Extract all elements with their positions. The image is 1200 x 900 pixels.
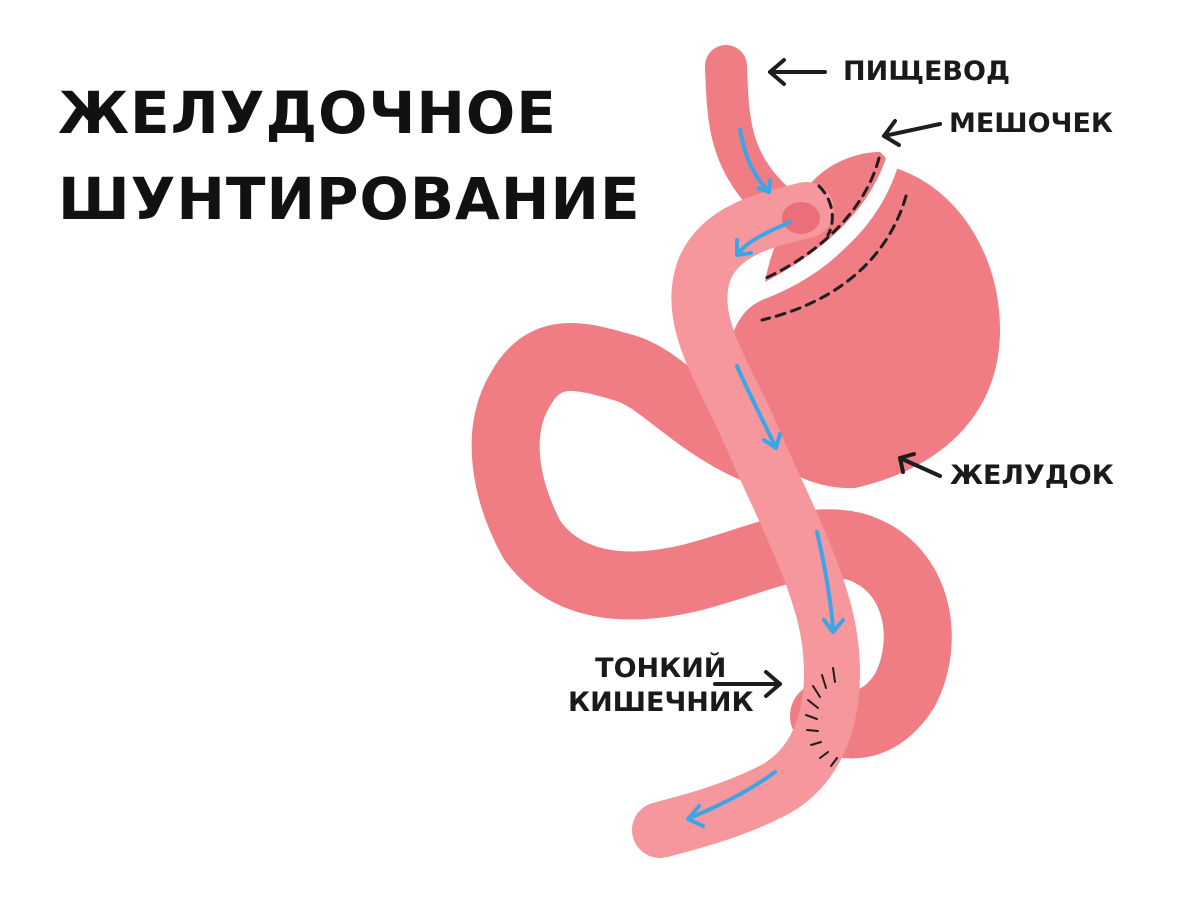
pouch-label-text: МЕШОЧЕК [949,108,1113,139]
flow-arrow-icon [738,128,772,194]
arrow-left-icon [882,119,942,147]
title-line-2: ШУНТИРОВАНИЕ [58,165,641,233]
arrow-right-icon [713,670,782,698]
diagram-title: ЖЕЛУДОЧНОЕ ШУНТИРОВАНИЕ [58,70,641,242]
esophagus [705,45,803,231]
roux-limb [632,182,860,858]
arrow-left-icon [768,58,827,86]
stomach-body [727,168,1000,489]
label-esophagus: ПИЩЕВОД [843,55,1010,89]
stomach-label-text: ЖЕЛУДОК [950,460,1114,491]
staple-gap [761,161,897,297]
duodenal-limb [471,323,952,759]
label-stomach: ЖЕЛУДОК [950,459,1114,493]
staple-lines [760,156,908,322]
small-intestine-label-line-2: КИШЕЧНИК [568,687,754,718]
anastomosis-stitches [805,667,838,767]
label-pointers [713,58,942,698]
label-small-intestine: ТОНКИЙ КИШЕЧНИК [568,652,754,720]
flow-arrow-icon [735,220,792,257]
arrow-left-icon [898,452,942,478]
small-intestine-label-line-1: ТОНКИЙ [595,653,727,684]
pouch-opening [782,202,820,234]
label-pouch: МЕШОЧЕК [949,107,1113,141]
flow-arrow-icon [815,530,845,634]
flow-arrow-icon [686,770,777,828]
flow-arrow-icon [735,364,782,450]
esophagus-label-text: ПИЩЕВОД [843,56,1011,87]
title-line-1: ЖЕЛУДОЧНОЕ [58,79,557,147]
food-flow-arrows [686,128,845,828]
